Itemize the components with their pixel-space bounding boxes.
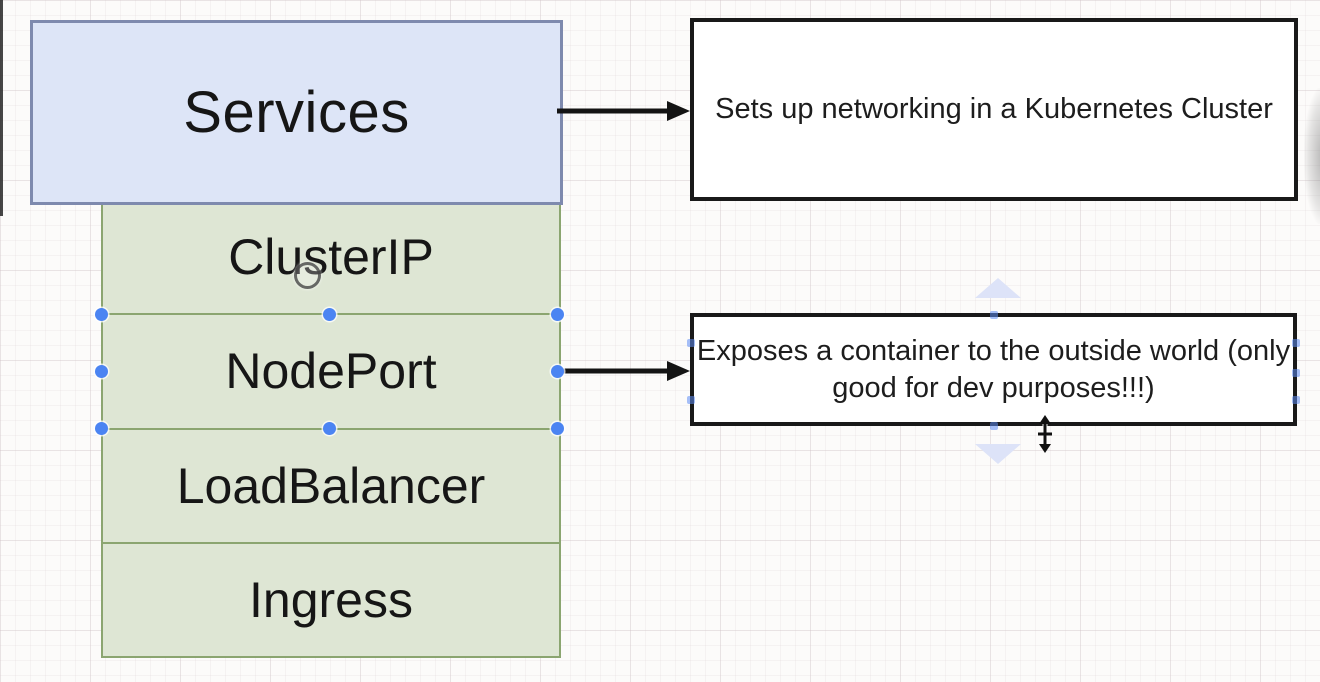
- stack-cell-label: LoadBalancer: [176, 457, 486, 514]
- connection-point-icon[interactable]: [990, 422, 998, 430]
- stack-cell-label: ClusterIP: [228, 229, 434, 286]
- rotate-cursor-icon: [294, 262, 321, 289]
- selection-handle-top-left[interactable]: [94, 307, 108, 321]
- arrowhead-icon: [667, 101, 690, 121]
- selection-handle-top-center[interactable]: [322, 307, 336, 321]
- connection-point-icon[interactable]: [1292, 339, 1300, 347]
- connector-services-to-note[interactable]: [557, 99, 691, 123]
- selection-handle-top-right[interactable]: [550, 307, 564, 321]
- resize-vertical-cursor-icon: [1038, 415, 1052, 453]
- connection-point-icon[interactable]: [990, 311, 998, 319]
- connector-nodeport-to-note[interactable]: [559, 359, 691, 383]
- connection-point-icon[interactable]: [687, 396, 695, 404]
- connection-point-icon[interactable]: [1292, 396, 1300, 404]
- connection-point-icon[interactable]: [1292, 369, 1300, 377]
- video-smudge-artifact: [1304, 88, 1320, 224]
- service-types-stack[interactable]: ClusterIP NodePort LoadBalancer Ingress: [101, 199, 561, 658]
- services-note-shape[interactable]: Sets up networking in a Kubernetes Clust…: [690, 18, 1298, 201]
- selection-handle-middle-left[interactable]: [94, 364, 108, 378]
- services-shape-label: Services: [183, 80, 410, 145]
- hover-arrow-up-icon[interactable]: [975, 278, 1021, 298]
- services-note-text: Sets up networking in a Kubernetes Clust…: [715, 93, 1273, 125]
- selection-handle-middle-right[interactable]: [550, 364, 564, 378]
- nodeport-note-shape[interactable]: Exposes a container to the outside world…: [690, 313, 1297, 426]
- video-edge-artifact: [0, 0, 3, 216]
- hover-arrow-down-icon[interactable]: [975, 444, 1021, 464]
- stack-cell-label: NodePort: [225, 343, 437, 400]
- selection-handle-bottom-right[interactable]: [550, 421, 564, 435]
- nodeport-note-text: Exposes a container to the outside world…: [696, 334, 1291, 404]
- stack-cell-clusterip[interactable]: ClusterIP: [103, 201, 559, 313]
- selection-handle-bottom-center[interactable]: [322, 421, 336, 435]
- stack-cell-ingress[interactable]: Ingress: [103, 541, 559, 656]
- stack-cell-loadbalancer[interactable]: LoadBalancer: [103, 427, 559, 542]
- stack-cell-nodeport[interactable]: NodePort: [103, 313, 559, 427]
- arrowhead-icon: [667, 361, 690, 381]
- selection-handle-bottom-left[interactable]: [94, 421, 108, 435]
- connection-point-icon[interactable]: [687, 339, 695, 347]
- services-shape[interactable]: Services: [30, 20, 563, 205]
- stack-cell-label: Ingress: [249, 571, 413, 628]
